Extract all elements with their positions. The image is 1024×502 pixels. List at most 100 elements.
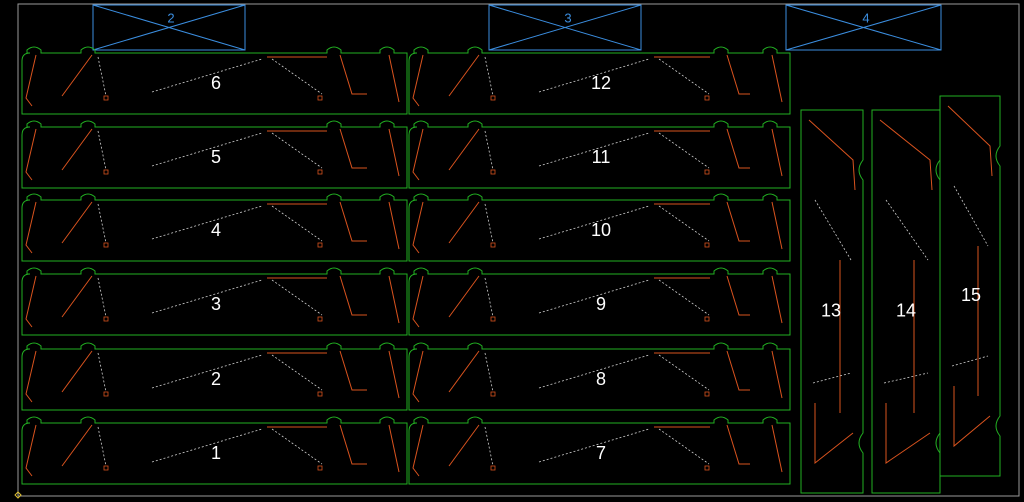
panel-12-toolpath-a bbox=[412, 54, 424, 107]
panel-15[interactable]: 15 bbox=[939, 95, 1001, 477]
panel-6-outline bbox=[21, 46, 408, 115]
panel-3-pierce-marker-0 bbox=[103, 316, 109, 322]
panel-12-pierce-marker-1 bbox=[704, 95, 710, 101]
panel-4-rapid-moves bbox=[97, 203, 323, 244]
panel-7-toolpath-a bbox=[412, 424, 424, 477]
panel-11-rapid-moves bbox=[484, 130, 710, 171]
panel-2-pierce-marker-1 bbox=[317, 391, 323, 397]
panel-5[interactable]: 5 bbox=[21, 120, 408, 189]
panel-9-outline bbox=[408, 267, 791, 336]
panel-9-toolpath-b bbox=[448, 275, 710, 318]
panel-9-pierce-marker-0 bbox=[490, 316, 496, 322]
panel-7-pierce-marker-1 bbox=[704, 465, 710, 471]
panel-1[interactable]: 1 bbox=[21, 416, 408, 485]
panel-10-label: 10 bbox=[591, 220, 611, 240]
panel-4[interactable]: 4 bbox=[21, 193, 408, 262]
panel-13-label: 13 bbox=[821, 300, 841, 320]
block-2-outline bbox=[92, 4, 246, 51]
panel-15-outline bbox=[939, 95, 1001, 477]
panel-7-rapid-moves bbox=[484, 426, 710, 467]
panel-6-label: 6 bbox=[211, 73, 221, 93]
panel-7-toolpath-c bbox=[726, 424, 783, 473]
block-2-cross-b bbox=[92, 4, 246, 51]
block-4-cross-b bbox=[785, 4, 942, 51]
panel-11-toolpath-b bbox=[448, 128, 710, 171]
panel-6-toolpath-c bbox=[339, 54, 400, 103]
panel-5-label: 5 bbox=[211, 147, 221, 167]
panel-15-label: 15 bbox=[961, 285, 981, 305]
panel-4-pierce-marker-1 bbox=[317, 242, 323, 248]
panel-2[interactable]: 2 bbox=[21, 342, 408, 411]
panel-6-toolpath-b bbox=[61, 54, 327, 97]
panel-6-pierce-marker-0 bbox=[103, 95, 109, 101]
panel-12-toolpath-b bbox=[448, 54, 710, 97]
panel-9-pierce-marker-1 bbox=[704, 316, 710, 322]
panel-10-pierce-marker-0 bbox=[490, 242, 496, 248]
panel-7[interactable]: 7 bbox=[408, 416, 791, 485]
panel-5-toolpath-a bbox=[25, 128, 37, 181]
panel-2-toolpath-c bbox=[339, 350, 400, 399]
panel-6-toolpath-a bbox=[25, 54, 37, 107]
panel-6[interactable]: 6 bbox=[21, 46, 408, 115]
panel-14-label: 14 bbox=[896, 300, 916, 320]
block-4-outline bbox=[785, 4, 942, 51]
block-3-outline bbox=[488, 4, 642, 51]
block-3-label: 3 bbox=[564, 10, 571, 25]
panel-13[interactable]: 13 bbox=[800, 109, 864, 494]
block-2[interactable]: 2 bbox=[92, 4, 246, 51]
panel-7-outline bbox=[408, 416, 791, 485]
panel-4-label: 4 bbox=[211, 220, 221, 240]
block-3-cross-b bbox=[488, 4, 642, 51]
panel-10-pierce-marker-1 bbox=[704, 242, 710, 248]
panel-10[interactable]: 10 bbox=[408, 193, 791, 262]
panel-1-toolpath-c bbox=[339, 424, 400, 473]
panel-6-rapid-moves bbox=[97, 56, 323, 97]
panel-5-pierce-marker-1 bbox=[317, 169, 323, 175]
panel-10-rapid-moves bbox=[484, 203, 710, 244]
panel-6-pierce-marker-1 bbox=[317, 95, 323, 101]
panel-10-toolpath-c bbox=[726, 201, 783, 250]
panel-14-rapid-moves bbox=[883, 199, 929, 384]
panel-7-pierce-marker-0 bbox=[490, 465, 496, 471]
panel-12-outline bbox=[408, 46, 791, 115]
panel-3-pierce-marker-1 bbox=[317, 316, 323, 322]
block-4[interactable]: 4 bbox=[785, 4, 942, 51]
panel-12[interactable]: 12 bbox=[408, 46, 791, 115]
panel-13-outline bbox=[800, 109, 864, 494]
panel-4-outline bbox=[21, 193, 408, 262]
panel-3-toolpath-c bbox=[339, 275, 400, 324]
panel-8[interactable]: 8 bbox=[408, 342, 791, 411]
panel-8-outline bbox=[408, 342, 791, 411]
panel-13-rapid-moves bbox=[812, 199, 852, 384]
panel-11[interactable]: 11 bbox=[408, 120, 791, 189]
panel-12-rapid-moves bbox=[484, 56, 710, 97]
panel-11-toolpath-c bbox=[726, 128, 783, 177]
panel-13-toolpath bbox=[808, 119, 856, 465]
panel-3-label: 3 bbox=[211, 294, 221, 314]
panel-11-pierce-marker-1 bbox=[704, 169, 710, 175]
panel-1-toolpath-b bbox=[61, 424, 327, 467]
panel-3-toolpath-a bbox=[25, 275, 37, 328]
panel-10-toolpath-a bbox=[412, 201, 424, 254]
panel-4-pierce-marker-0 bbox=[103, 242, 109, 248]
panel-9[interactable]: 9 bbox=[408, 267, 791, 336]
panel-1-rapid-moves bbox=[97, 426, 323, 467]
panel-8-label: 8 bbox=[596, 369, 606, 389]
block-2-label: 2 bbox=[167, 10, 174, 25]
panel-2-rapid-moves bbox=[97, 352, 323, 393]
panel-2-outline bbox=[21, 342, 408, 411]
panel-3-outline bbox=[21, 267, 408, 336]
panel-8-pierce-marker-0 bbox=[490, 391, 496, 397]
sheet-border bbox=[17, 3, 1020, 497]
panel-3[interactable]: 3 bbox=[21, 267, 408, 336]
panel-1-toolpath-a bbox=[25, 424, 37, 477]
panel-9-toolpath-a bbox=[412, 275, 424, 328]
block-3[interactable]: 3 bbox=[488, 4, 642, 51]
panel-11-toolpath-a bbox=[412, 128, 424, 181]
panel-14[interactable]: 14 bbox=[871, 109, 941, 494]
panel-2-toolpath-b bbox=[61, 350, 327, 393]
panel-1-label: 1 bbox=[211, 443, 221, 463]
